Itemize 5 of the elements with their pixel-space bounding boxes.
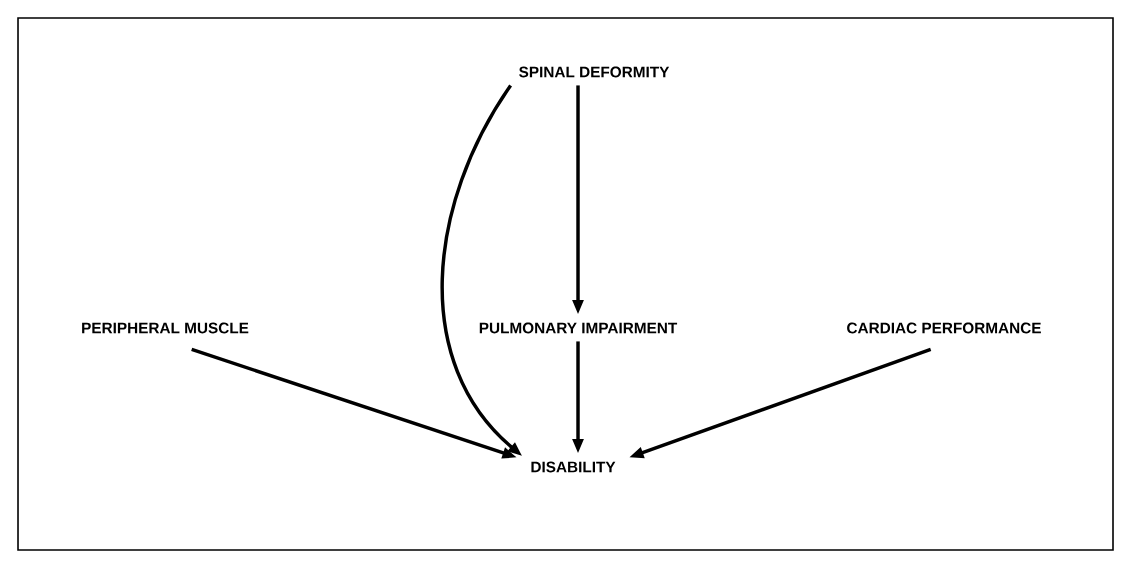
- node-label: SPINAL DEFORMITY: [519, 66, 670, 78]
- node-label: CARDIAC PERFORMANCE: [847, 322, 1041, 334]
- node-label: PERIPHERAL MUSCLE: [82, 322, 249, 334]
- node-label: DISABILITY: [531, 461, 616, 473]
- node-label: PULMONARY IMPAIRMENT: [479, 322, 678, 334]
